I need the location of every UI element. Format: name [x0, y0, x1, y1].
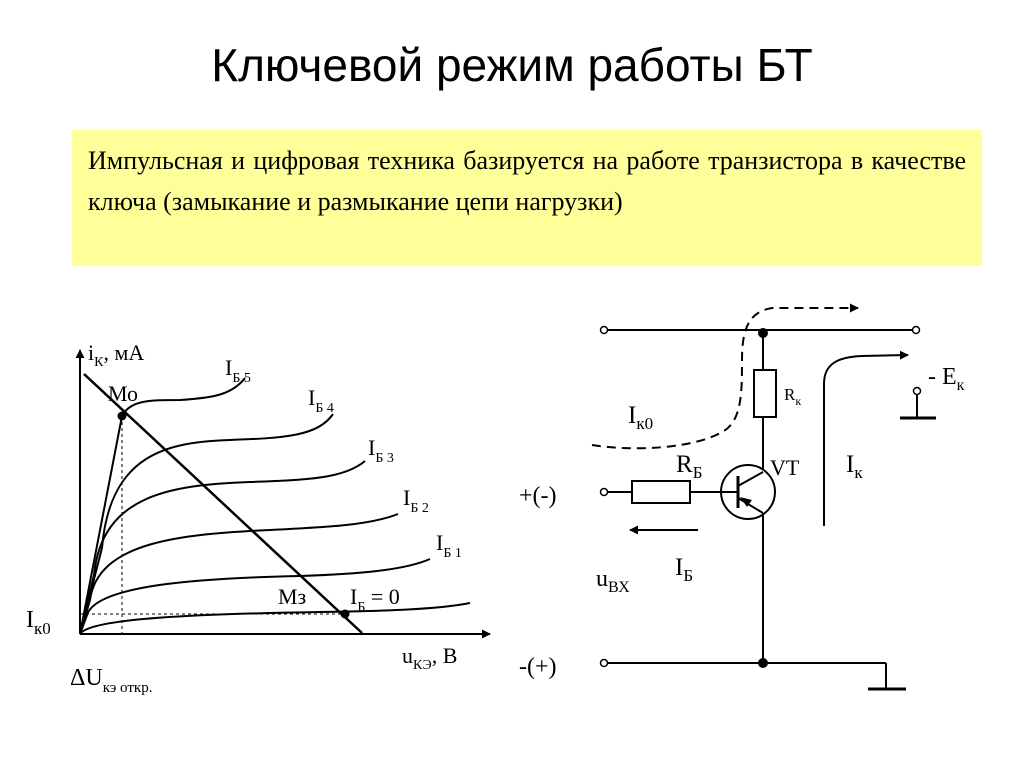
ik-current-arrow: [823, 350, 909, 526]
resistor-rb-label: RБ: [676, 451, 702, 482]
point-mo-label: Мо: [108, 381, 138, 406]
delta-u-label: ΔUкэ откр.: [70, 665, 152, 696]
input-bottom-polarity-label: -(+): [519, 654, 557, 680]
transistor-vt: [720, 464, 776, 520]
curve-label-ib0: IБ = 0: [350, 584, 400, 615]
x-axis-label: uКЭ, В: [402, 643, 457, 673]
resistor-rb: [631, 480, 691, 504]
transistor-vt-label: VT: [770, 455, 800, 480]
y-axis-label: iК, мА: [88, 340, 144, 370]
characteristic-curve-ib5: [79, 377, 246, 635]
supply-ek-label: - Eк: [928, 364, 965, 394]
ik0-circuit-label: Iк0: [628, 402, 653, 433]
input-top-polarity-label: +(-): [519, 483, 557, 509]
curve-label-ib5: IБ 5: [225, 355, 251, 386]
supply-terminal: [912, 386, 922, 396]
input-bottom-terminal: [599, 658, 609, 668]
characteristic-curve-ib3: [79, 460, 366, 635]
bottom-junction-dot: [758, 658, 768, 668]
ik-label: Iк: [846, 451, 863, 482]
slide-title: Ключевой режим работы БТ: [211, 39, 813, 91]
characteristic-curve-ib4: [79, 413, 334, 635]
top-left-terminal: [599, 325, 609, 335]
top-right-terminal: [911, 325, 921, 335]
characteristic-curve-ib0: [79, 602, 471, 635]
point-mo-dot: [117, 411, 127, 421]
key-circuit-diagram: Rк VT RБ +(-) -(+) - Eк: [519, 303, 965, 691]
curve-label-ib4: IБ 4: [308, 385, 334, 416]
ik0-leakage-path: [591, 303, 859, 450]
curve-label-ib2: IБ 2: [403, 485, 429, 516]
input-top-terminal: [599, 487, 609, 497]
ib-label: IБ: [675, 554, 693, 585]
load-line: [83, 373, 363, 634]
ik0-graph-label: Iк0: [26, 607, 51, 638]
uin-label: uВХ: [596, 566, 630, 596]
output-characteristics-graph: iК, мА uКЭ, В Мо Мз IБ 5 IБ 4 IБ 3 IБ 2 …: [26, 340, 491, 696]
characteristic-curve-ib1: [79, 558, 431, 635]
curve-label-ib1: IБ 1: [436, 530, 462, 561]
resistor-rk: [753, 369, 777, 418]
note-box: Импульсная и цифровая техника базируется…: [72, 130, 982, 266]
characteristic-curve-ib2: [79, 513, 399, 635]
point-mz-label: Мз: [278, 584, 306, 609]
point-mz-dot: [340, 609, 350, 619]
resistor-rk-label: Rк: [784, 385, 801, 408]
curve-label-ib3: IБ 3: [368, 435, 394, 466]
